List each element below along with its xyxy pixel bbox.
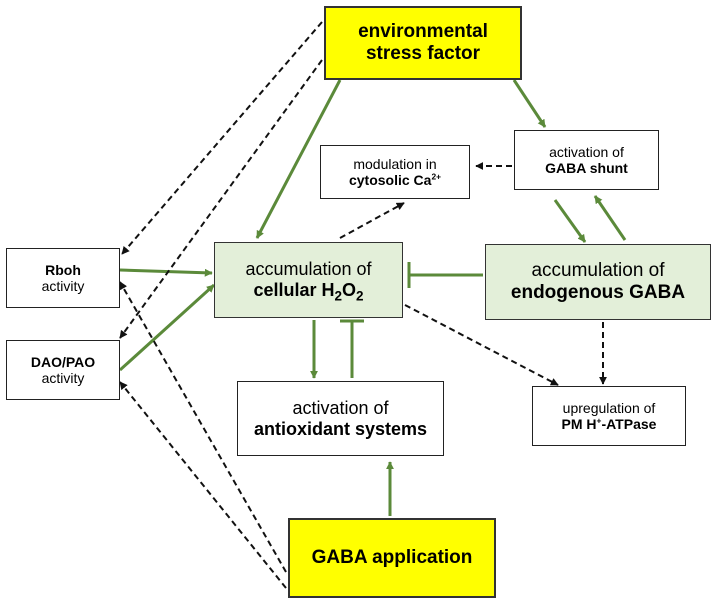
antioxidant-line1: activation of [292,397,389,418]
cytosolic-ca-box: modulation in cytosolic Ca2+ [320,145,470,199]
gaba-shunt-box: activation of GABA shunt [514,130,659,190]
env-stress-line2: stress factor [365,43,481,64]
arrow-gaba-shunt-to-endo-gaba [553,199,587,243]
dashed-env-to-dao [119,59,323,339]
endo-gaba-line2: endogenous GABA [510,282,686,303]
h2o2-line2: cellular H2O2 [253,280,364,304]
arrow-dao-to-h2o2 [118,283,216,372]
cyto-ca-line1: modulation in [353,155,437,172]
h2o2-line1: accumulation of [245,259,372,280]
cyto-ca-line2: cytosolic Ca2+ [348,171,442,188]
environmental-stress-factor-box: environmental stress factor [324,6,522,80]
pm-atpase-line2: PM H+-ATPase [561,415,657,432]
arrow-env-to-gaba-shunt [512,79,547,128]
gaba-application-box: GABA application [288,518,496,598]
dao-pao-line1: DAO/PAO [30,353,96,370]
endogenous-gaba-box: accumulation of endogenous GABA [485,244,711,320]
dashed-gaba-app-to-dao [119,381,287,589]
rboh-activity-box: Rboh activity [6,248,120,308]
gaba-app-label: GABA application [311,547,473,569]
arrow-endo-gaba-to-gaba-shunt [593,195,627,241]
antioxidant-systems-box: activation of antioxidant systems [237,381,444,456]
pm-atpase-box: upregulation of PM H+-ATPase [532,386,686,446]
endo-gaba-line1: accumulation of [531,260,665,282]
dao-pao-line2: activity [41,370,85,386]
gaba-shunt-line1: activation of [549,143,624,160]
antioxidant-line2: antioxidant systems [253,418,428,439]
pm-atpase-line1: upregulation of [562,399,656,416]
dashed-gaba-app-to-rboh [119,281,287,573]
arrow-env-to-h2o2 [255,79,342,239]
arrow-rboh-to-h2o2 [119,268,213,277]
rboh-line2: activity [41,278,85,294]
dao-pao-activity-box: DAO/PAO activity [6,340,120,400]
env-stress-line1: environmental [358,21,488,43]
dashed-h2o2-to-pm [404,304,559,386]
dashed-env-to-rboh [121,21,323,255]
rboh-line1: Rboh [45,261,81,278]
gaba-shunt-line2: GABA shunt [545,160,628,176]
dashed-h2o2-to-ca [339,202,405,239]
cellular-h2o2-box: accumulation of cellular H2O2 [214,242,403,318]
